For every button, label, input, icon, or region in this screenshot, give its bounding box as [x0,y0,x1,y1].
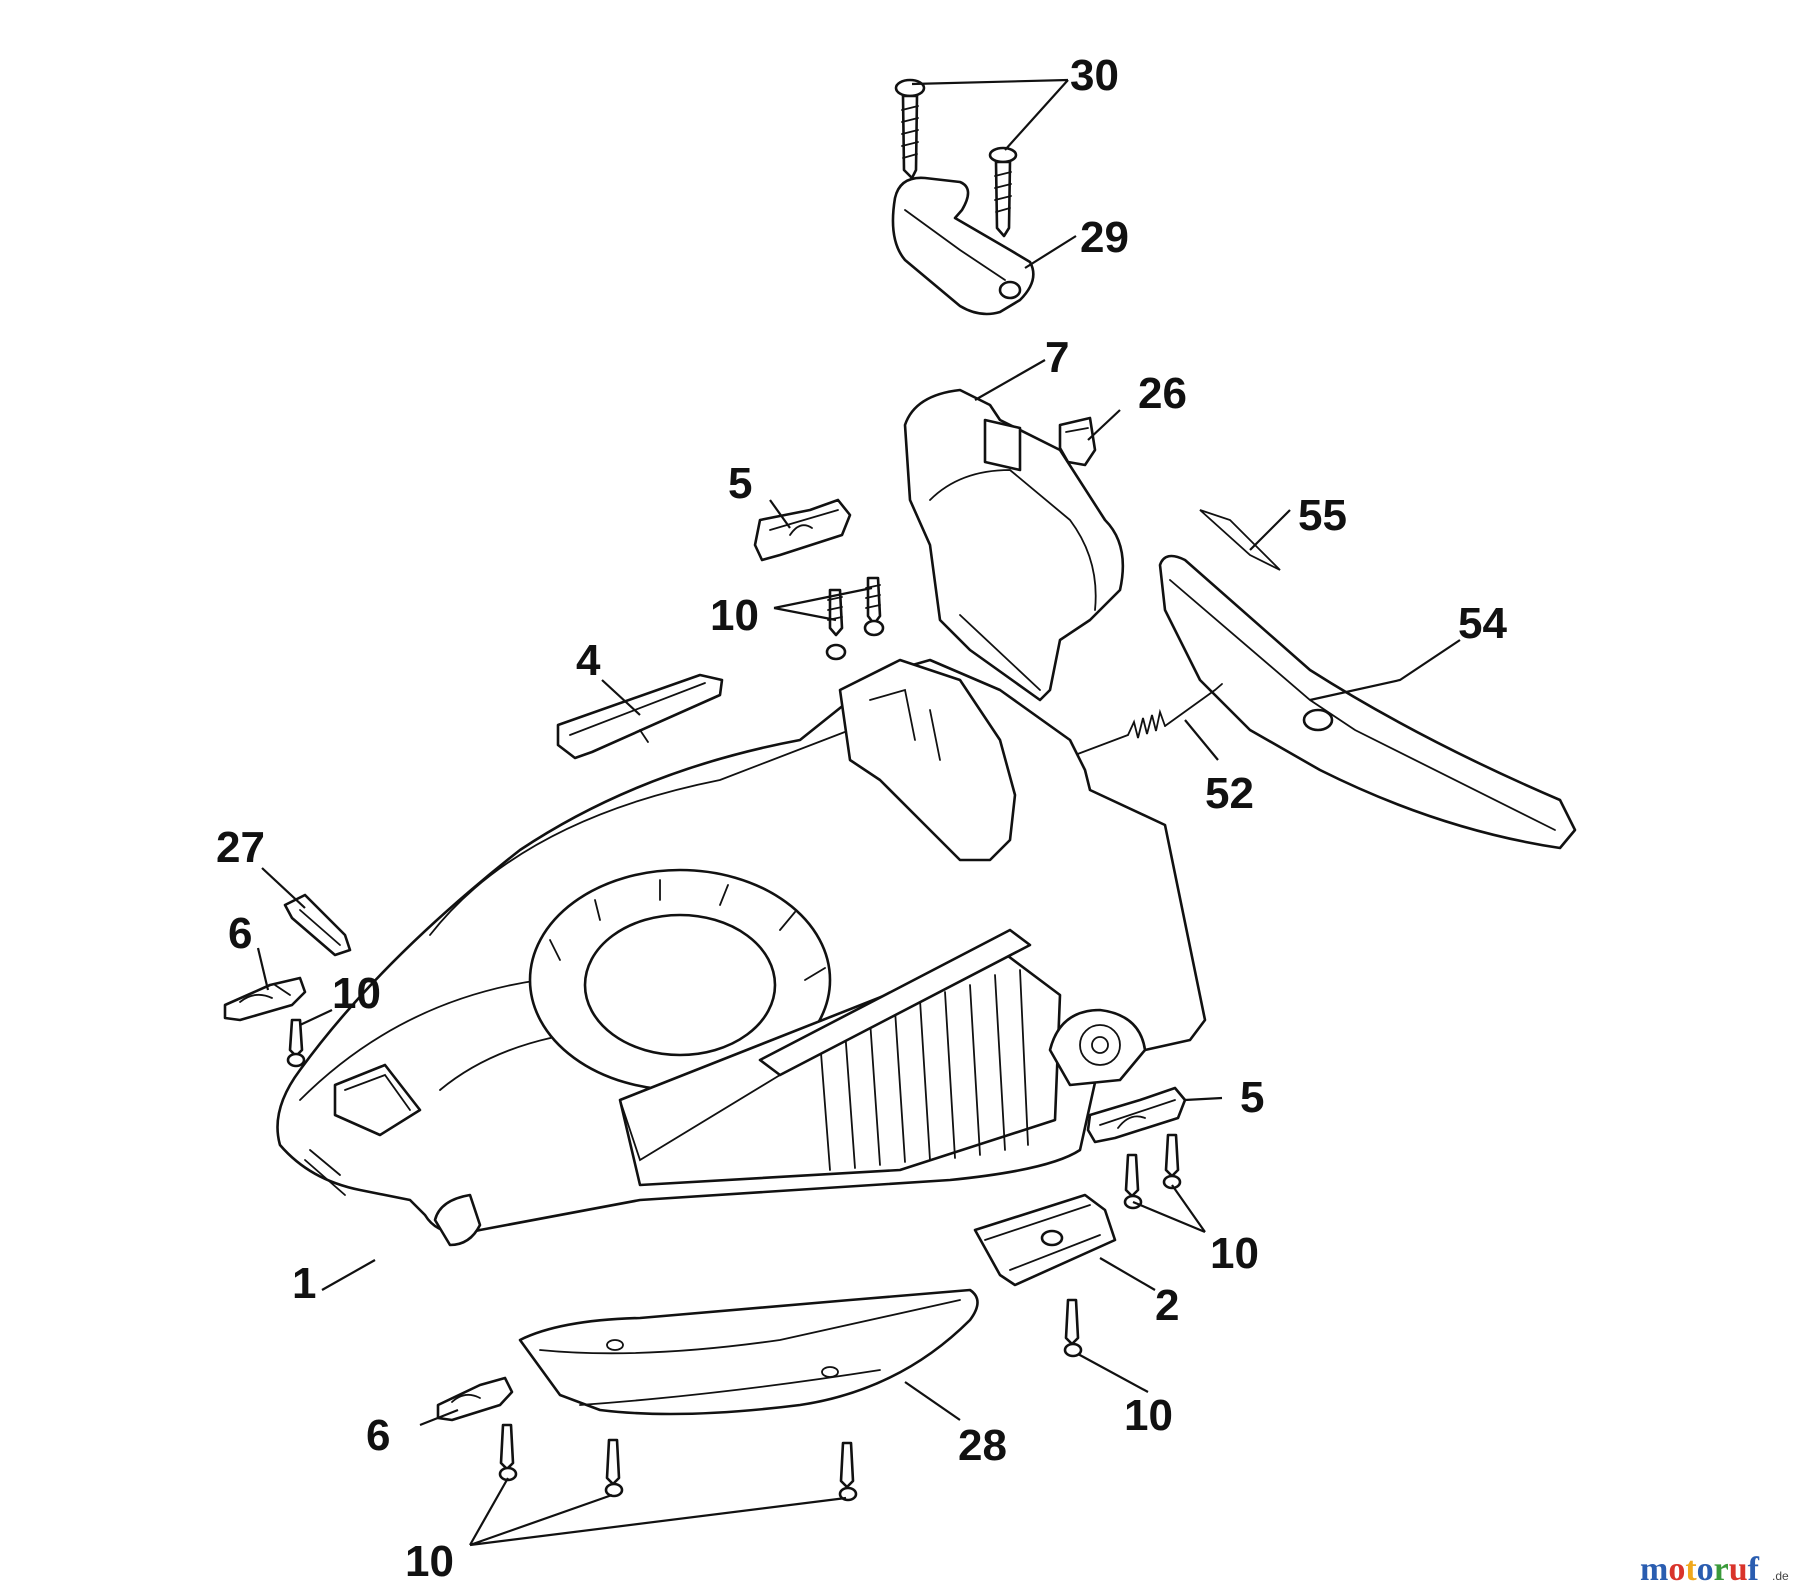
callout-6-lower: 6 [366,1411,390,1460]
callout-26: 26 [1138,369,1187,418]
callout-6-left: 6 [228,909,252,958]
clamp-27 [283,893,352,957]
screw-10-mid [1063,1298,1083,1358]
callout-27: 27 [216,823,265,872]
callout-10-bottom: 10 [405,1537,454,1586]
watermark-letter: o [1697,1551,1714,1588]
callout-5-upper: 5 [728,459,752,508]
screw-30-left [894,78,926,180]
watermark-logo: motoruf .de [1640,1551,1789,1588]
clip-26 [1058,416,1097,467]
callout-54: 54 [1458,599,1507,648]
watermark-letter: m [1640,1551,1668,1588]
callout-labels: 30 29 7 26 5 55 10 54 4 52 27 6 10 5 10 … [216,51,1507,1586]
callout-10-right-pair: 10 [1210,1229,1259,1278]
callout-7: 7 [1045,333,1069,382]
callout-28: 28 [958,1421,1007,1470]
clamp-5-upper [753,498,852,562]
mower-deck-1 [276,658,1207,1247]
watermark-suffix: .de [1772,1569,1789,1583]
callout-2: 2 [1155,1281,1179,1330]
screw-30-right [988,146,1018,238]
callout-55: 55 [1298,491,1347,540]
spring-52 [1074,683,1223,756]
watermark-letter: u [1729,1551,1748,1588]
screws-10-upper [825,576,885,661]
label-55 [1199,509,1281,571]
callout-4: 4 [576,636,601,685]
screws-10-right-pair [1123,1133,1182,1210]
clamp-6-left [223,976,307,1022]
watermark-letter: f [1748,1551,1760,1588]
callout-29: 29 [1080,213,1129,262]
watermark-text: motoruf [1640,1551,1760,1588]
plate-2 [973,1193,1117,1287]
screw-10-left [286,1018,306,1068]
clamp-5-lower [1086,1086,1187,1144]
strip-4 [556,673,724,760]
rear-flap-54 [1158,554,1577,850]
cover-28 [518,1288,979,1416]
callout-1: 1 [292,1259,316,1308]
watermark-letter: o [1668,1551,1685,1588]
callout-5-lower: 5 [1240,1073,1264,1122]
callout-52: 52 [1205,769,1254,818]
leader-lines [256,78,1461,1547]
watermark-letter: t [1685,1551,1697,1588]
handle-grip-29 [891,176,1035,316]
callout-30: 30 [1070,51,1119,100]
callout-10-mid: 10 [1124,1391,1173,1440]
callout-10-upper: 10 [710,591,759,640]
screws-10-bottom [498,1423,858,1502]
rear-flap-housing-7 [903,388,1125,702]
watermark-letter: r [1714,1551,1729,1588]
callout-10-left: 10 [332,969,381,1018]
